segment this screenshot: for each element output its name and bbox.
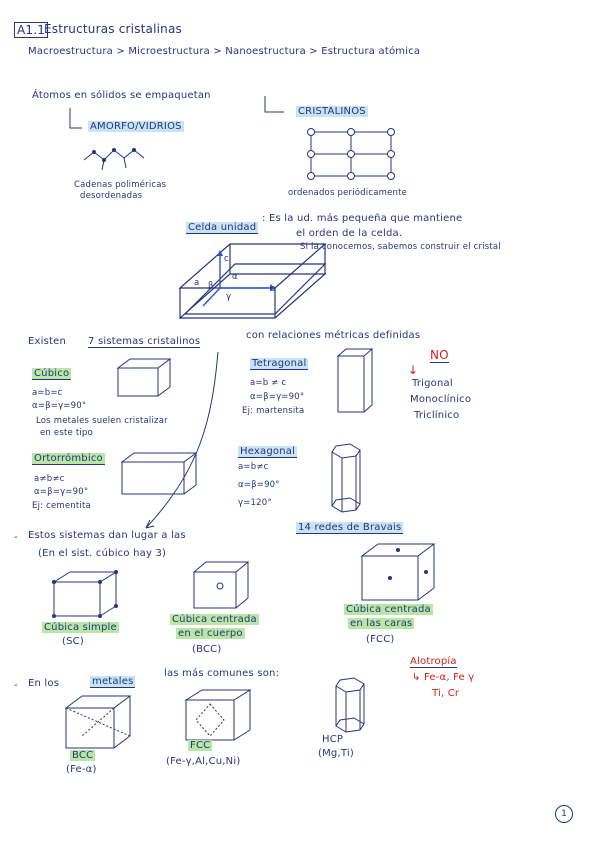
hexagonal-rel-2: α=β=90° [238, 480, 280, 490]
bravais-pre: Estos sistemas dan lugar a las [28, 530, 186, 541]
fcc-label-3: (FCC) [366, 634, 395, 645]
metales-post: las más comunes son: [164, 668, 280, 679]
crystal-lattice-sketch [307, 128, 395, 180]
amorphous-sketch [83, 148, 145, 171]
metal-bcc-sub: (Fe-α) [66, 764, 97, 775]
celda-line-2: el orden de la celda. [296, 228, 403, 239]
metal-hcp-sub: (Mg,Ti) [318, 748, 354, 759]
unit-cell-diagram [178, 243, 327, 319]
section-number: A1.1 [14, 22, 49, 38]
axis-a: a [194, 278, 200, 288]
intro-text: Átomos en sólidos se empaquetan [32, 90, 211, 101]
tetragonal-note: Ej: martensita [242, 406, 305, 416]
sc-label-2: (SC) [62, 636, 84, 647]
tetragonal-rel-1: a=b ≠ c [250, 378, 287, 388]
axis-b: b [270, 284, 276, 294]
hexagonal-rel-1: a=b≠c [238, 462, 269, 472]
ortorrombico-rel-1: a≠b≠c [34, 474, 65, 484]
cubico-rel-2: α=β=γ=90° [32, 401, 87, 411]
alotropia-line-1: ↳ Fe-α, Fe γ [412, 672, 475, 683]
angle-beta: β [208, 281, 214, 291]
bravais-sub: (En el sist. cúbico hay 3) [38, 548, 167, 559]
amorfo-note-1: Cadenas poliméricas [74, 180, 167, 190]
cubico-rel-1: a=b=c [32, 388, 63, 398]
tetragonal-label: Tetragonal [250, 358, 309, 370]
cubico-label: Cúbico [32, 368, 72, 380]
axis-c: c [224, 254, 229, 264]
cubico-note-1: Los metales suelen cristalizar [36, 416, 168, 426]
amorfo-note-2: desordenadas [80, 191, 143, 201]
metal-bcc-label: BCC [70, 750, 96, 761]
systems-highlight: 7 sistemas cristalinos [88, 336, 201, 348]
cristalinos-label: CRISTALINOS [296, 106, 368, 117]
alotropia-label: Alotropía [410, 656, 457, 668]
cristalinos-note: ordenados periódicamente [288, 188, 408, 198]
no-item-2: Monoclínico [410, 394, 472, 405]
page-title: Estructuras cristalinas [44, 22, 182, 36]
bcc-label-2: en el cuerpo [176, 628, 245, 639]
metal-fcc-sub: (Fe-γ,Al,Cu,Ni) [166, 756, 241, 767]
angle-gamma: γ [226, 292, 232, 302]
fcc-label-2: en las caras [348, 618, 415, 629]
bcc-label-3: (BCC) [192, 644, 222, 655]
metales-dash: - [14, 680, 18, 691]
alotropia-line-2: Ti, Cr [432, 688, 460, 699]
no-item-1: Trigonal [412, 378, 453, 389]
page-number: 1 [555, 805, 573, 823]
ortorrombico-rel-2: α=β=γ=90° [34, 487, 89, 497]
metales-pre: En los [28, 678, 60, 689]
tetragonal-cell-sketch [336, 348, 374, 413]
bravais-highlight: 14 redes de Bravais [296, 522, 404, 534]
no-arrow: ↓ [408, 363, 419, 377]
celda-line-3: Si la conocemos, sabemos construir el cr… [300, 242, 501, 252]
fcc-label-1: Cúbica centrada [344, 604, 433, 615]
fcc-metal-sketch [184, 689, 252, 741]
fcc-cell-sketch [360, 543, 436, 601]
no-label: NO [430, 348, 449, 363]
bcc-label-1: Cúbica centrada [170, 614, 259, 625]
bcc-cell-sketch [192, 561, 250, 609]
scale-line: Macroestructura > Microestructura > Nano… [28, 46, 421, 57]
metal-hcp-label: HCP [322, 734, 344, 745]
amorfo-label: AMORFO/VIDRIOS [88, 121, 184, 132]
celda-label: Celda unidad [186, 222, 259, 234]
bcc-metal-sketch [64, 695, 132, 749]
bravais-dash: - [14, 532, 18, 543]
angle-alpha: α [232, 272, 238, 282]
no-item-3: Triclínico [414, 410, 460, 421]
systems-post: con relaciones métricas definidas [246, 330, 421, 341]
metal-fcc-label: FCC [188, 740, 213, 751]
sc-label-1: Cúbica simple [42, 622, 119, 633]
cubic-cell-sketch [116, 358, 172, 397]
systems-pre: Existen [28, 336, 67, 347]
hcp-metal-sketch [335, 677, 365, 733]
cubico-note-2: en este tipo [40, 428, 93, 438]
metales-highlight: metales [90, 676, 136, 688]
hexagonal-label: Hexagonal [238, 446, 298, 458]
ortorrombico-label: Ortorrómbico [32, 453, 105, 465]
celda-line-1: : Es la ud. más pequeña que mantiene [262, 213, 463, 224]
hexagonal-cell-sketch [331, 443, 361, 513]
hexagonal-rel-3: γ=120° [238, 498, 272, 508]
sc-cell-sketch [52, 570, 118, 618]
ortorrombico-note: Ej: cementita [32, 501, 91, 511]
tetragonal-rel-2: α=β=γ=90° [250, 392, 305, 402]
